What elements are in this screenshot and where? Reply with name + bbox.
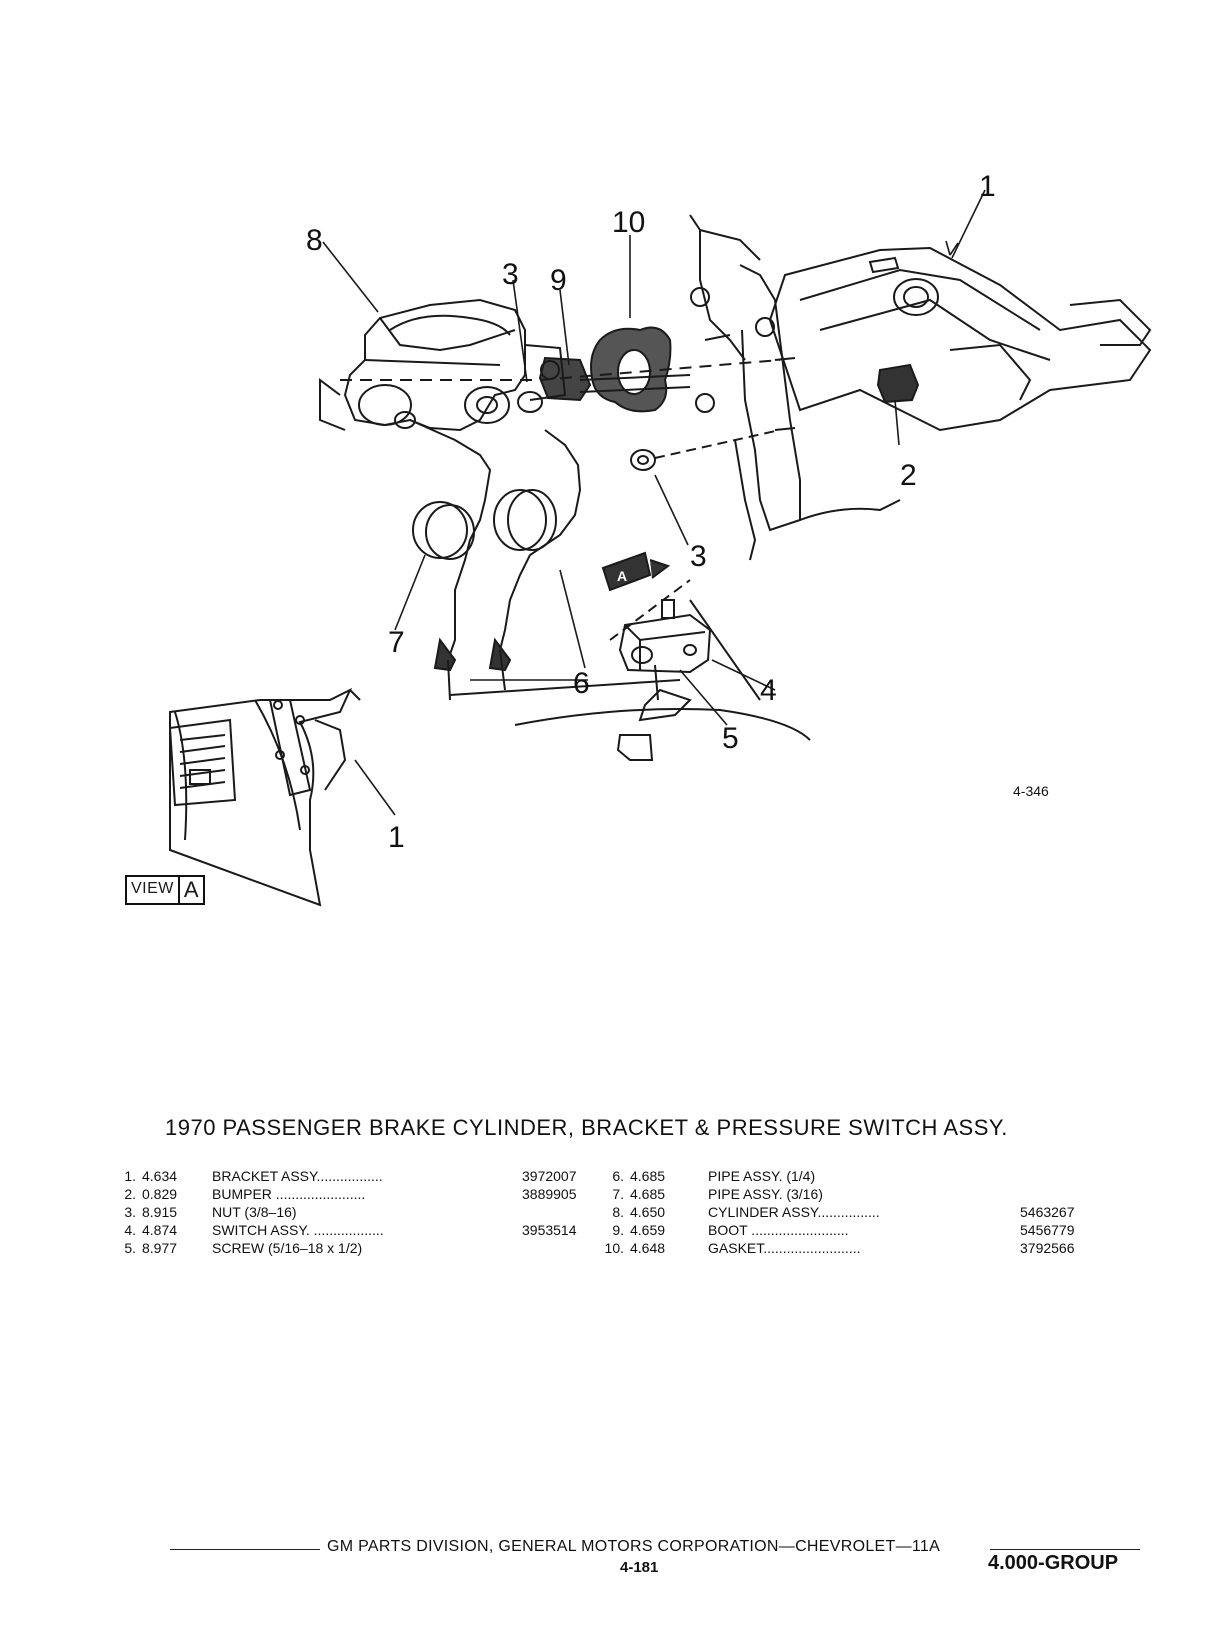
callout-3-upper: 3 xyxy=(502,258,519,291)
page-title: 1970 PASSENGER BRAKE CYLINDER, BRACKET &… xyxy=(165,1115,1008,1140)
part-index: 6. xyxy=(612,1168,624,1184)
footer-group: 4.000-GROUP xyxy=(988,1552,1119,1574)
parts-list-row: 10. 4.648 GASKET......................... 3… xyxy=(600,1239,1090,1257)
part-group-number: 8.915 xyxy=(142,1204,178,1220)
exploded-diagram: 1 2 3 3 4 5 6 6 7 8 9 10 1 A xyxy=(168,170,1152,907)
parts-list-row: 1. 4.634 BRACKET ASSY................. 3972… xyxy=(120,1167,590,1185)
view-a-detail-drawing xyxy=(168,687,361,907)
part-number: 3953514 xyxy=(522,1222,577,1238)
callout-6-lower: 6 xyxy=(573,667,590,700)
parts-list-row: 3. 8.915 NUT (3/8–16) xyxy=(120,1203,590,1221)
callout-10: 10 xyxy=(612,206,645,239)
master-cylinder-drawing xyxy=(319,298,567,432)
parts-list-row: 5. 8.977 SCREW (5/16–18 x 1/2) xyxy=(120,1239,590,1257)
callout-4: 4 xyxy=(760,674,777,707)
callout-labels: 1 2 3 3 4 5 6 6 7 8 9 10 1 A xyxy=(306,170,996,854)
part-index: 2. xyxy=(124,1186,136,1202)
gasket-drawing xyxy=(590,326,672,413)
part-name: PIPE ASSY. (3/16) xyxy=(708,1186,823,1202)
part-index: 4. xyxy=(124,1222,136,1238)
part-name: BRACKET ASSY................. xyxy=(212,1168,383,1184)
callout-9: 9 xyxy=(550,264,567,297)
part-group-number: 4.650 xyxy=(630,1204,666,1220)
parts-list-row: 4. 4.874 SWITCH ASSY. .................. 39… xyxy=(120,1221,590,1239)
part-group-number: 4.659 xyxy=(630,1222,666,1238)
view-a-label: VIEW A xyxy=(125,875,205,905)
view-label-letter: A xyxy=(177,877,203,903)
parts-list-row: 7. 4.685 PIPE ASSY. (3/16) xyxy=(600,1185,1090,1203)
part-name: CYLINDER ASSY................ xyxy=(708,1204,880,1220)
part-name: SWITCH ASSY. .................. xyxy=(212,1222,384,1238)
part-number: 3972007 xyxy=(522,1168,577,1184)
part-name: BOOT ......................... xyxy=(708,1222,849,1238)
bracket-assembly-drawing xyxy=(689,214,1152,561)
part-group-number: 8.977 xyxy=(142,1240,178,1256)
callout-8: 8 xyxy=(306,224,323,257)
parts-list-row: 6. 4.685 PIPE ASSY. (1/4) xyxy=(600,1167,1090,1185)
part-index: 7. xyxy=(612,1186,624,1202)
bumper-drawing xyxy=(876,363,920,404)
boot-drawing xyxy=(538,356,691,402)
callout-7: 7 xyxy=(388,626,405,659)
part-group-number: 4.648 xyxy=(630,1240,666,1256)
part-index: 10. xyxy=(604,1240,624,1256)
part-number: 3792566 xyxy=(1020,1240,1075,1256)
part-number: 3889905 xyxy=(522,1186,577,1202)
part-name: BUMPER ....................... xyxy=(212,1186,366,1202)
part-name: PIPE ASSY. (1/4) xyxy=(708,1168,816,1184)
part-name: GASKET......................... xyxy=(708,1240,861,1256)
part-group-number: 0.829 xyxy=(142,1186,178,1202)
footer-page-number: 4-181 xyxy=(620,1559,659,1576)
footer-rule-right xyxy=(990,1549,1140,1550)
brake-pipes-drawing xyxy=(409,419,681,701)
view-label-word: VIEW xyxy=(131,880,174,897)
parts-list-row: 8. 4.650 CYLINDER ASSY................ 5463… xyxy=(600,1203,1090,1221)
footer-rule-left xyxy=(170,1549,320,1550)
part-number: 5463267 xyxy=(1020,1204,1075,1220)
part-group-number: 4.685 xyxy=(630,1168,666,1184)
part-group-number: 4.634 xyxy=(142,1168,178,1184)
callout-1: 1 xyxy=(979,170,996,203)
view-a-arrow-letter: A xyxy=(617,568,627,584)
part-name: NUT (3/8–16) xyxy=(212,1204,297,1220)
part-index: 8. xyxy=(612,1204,624,1220)
part-number: 5456779 xyxy=(1020,1222,1075,1238)
footer-publisher: GM PARTS DIVISION, GENERAL MOTORS CORPOR… xyxy=(327,1538,941,1555)
part-name: SCREW (5/16–18 x 1/2) xyxy=(212,1240,363,1256)
callout-2: 2 xyxy=(900,459,917,492)
part-index: 5. xyxy=(124,1240,136,1256)
parts-list-row: 9. 4.659 BOOT ......................... 545… xyxy=(600,1221,1090,1239)
part-index: 9. xyxy=(612,1222,624,1238)
figure-number: 4-346 xyxy=(1013,783,1049,799)
parts-list-left: 1. 4.634 BRACKET ASSY................. 3972… xyxy=(120,1167,590,1257)
pressure-switch-drawing xyxy=(514,551,811,761)
part-index: 1. xyxy=(124,1168,136,1184)
callout-5: 5 xyxy=(722,722,739,755)
callout-1-view-a: 1 xyxy=(388,821,405,854)
part-group-number: 4.874 xyxy=(142,1222,178,1238)
parts-list-row: 2. 0.829 BUMPER ....................... 388… xyxy=(120,1185,590,1203)
nuts-drawing xyxy=(340,359,781,471)
part-group-number: 4.685 xyxy=(630,1186,666,1202)
part-index: 3. xyxy=(124,1204,136,1220)
callout-3-lower: 3 xyxy=(690,540,707,573)
leader-lines xyxy=(322,189,986,816)
